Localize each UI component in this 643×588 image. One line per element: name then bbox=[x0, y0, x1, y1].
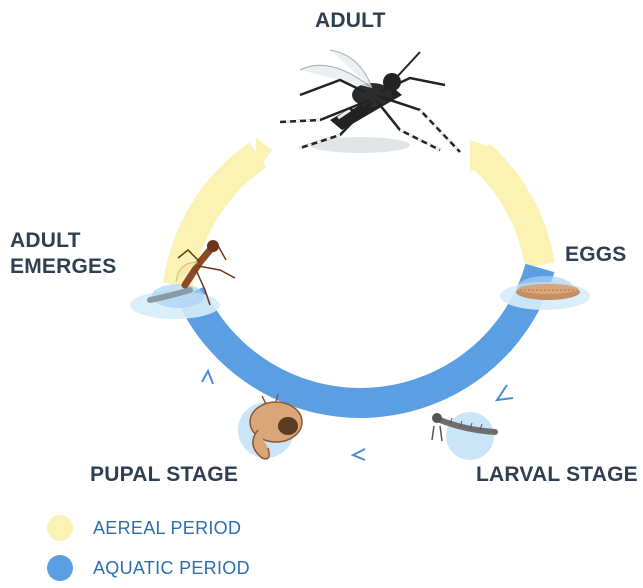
egg-raft-icon bbox=[516, 284, 580, 300]
legend-label-aerial: AEREAL PERIOD bbox=[93, 518, 241, 539]
stage-label-adult: ADULT bbox=[315, 8, 386, 34]
aquatic-arc bbox=[190, 268, 540, 403]
water-splash-larva bbox=[446, 412, 494, 460]
aquatic-flow-chevron-bottom bbox=[353, 449, 365, 460]
stage-label-adult-emerges-line2: EMERGES bbox=[10, 254, 116, 280]
aquatic-flow-chevron-left bbox=[202, 371, 213, 384]
stage-label-adult-emerges-line1: ADULT bbox=[10, 228, 116, 254]
adult-mosquito-icon bbox=[280, 50, 460, 153]
legend-item-aerial: AEREAL PERIOD bbox=[47, 514, 241, 542]
legend-swatch-aquatic bbox=[47, 555, 73, 581]
aquatic-flow-chevron-right bbox=[497, 385, 513, 400]
stage-label-larval: LARVAL STAGE bbox=[476, 462, 638, 488]
stage-label-eggs: EGGS bbox=[565, 242, 626, 268]
stage-label-adult-emerges: ADULT EMERGES bbox=[10, 228, 116, 281]
water-splash-emerges bbox=[130, 284, 220, 319]
stage-label-pupal: PUPAL STAGE bbox=[90, 462, 238, 488]
legend-label-aquatic: AQUATIC PERIOD bbox=[93, 558, 250, 579]
aerial-arc-right bbox=[480, 155, 540, 265]
legend-item-aquatic: AQUATIC PERIOD bbox=[47, 554, 250, 582]
legend-swatch-aerial bbox=[47, 515, 73, 541]
